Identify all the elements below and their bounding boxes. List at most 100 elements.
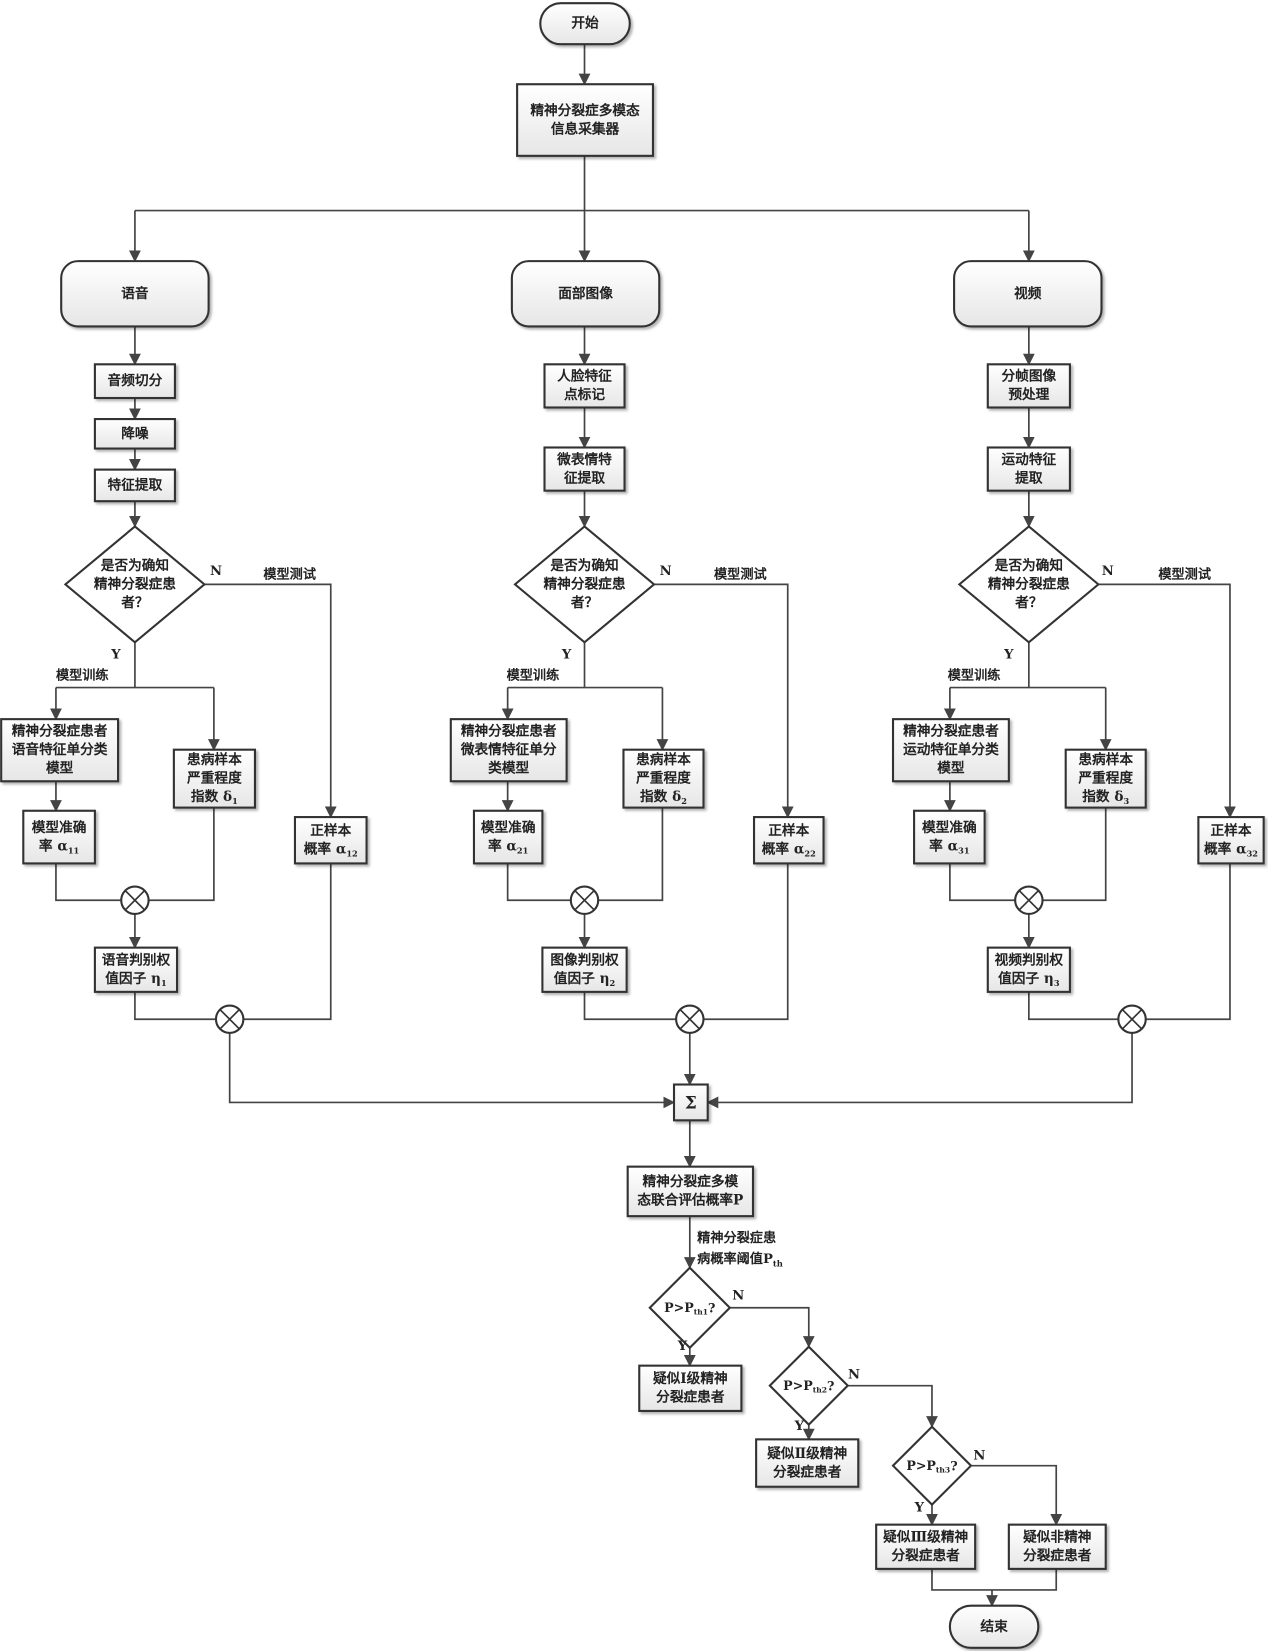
node-text: 严重程度 bbox=[635, 770, 691, 787]
node-text: 特征提取 bbox=[108, 476, 163, 493]
node-text: 是否为确知 bbox=[995, 557, 1063, 574]
process-box bbox=[755, 1438, 860, 1488]
node-text: 音频切分 bbox=[108, 372, 163, 389]
node-v-cut: 音频切分 bbox=[93, 363, 176, 400]
node-text: 正样本 bbox=[768, 822, 809, 839]
node-text: 者？ bbox=[571, 595, 598, 611]
terminal-shape bbox=[539, 2, 631, 46]
process-box bbox=[510, 260, 661, 328]
node-text: 降噪 bbox=[121, 425, 149, 442]
process-box bbox=[93, 468, 176, 503]
process-box bbox=[1007, 1523, 1107, 1570]
process-box bbox=[1197, 816, 1265, 865]
label-d2-y: Y bbox=[794, 1419, 805, 1434]
label-m-train: 模型训练 bbox=[948, 666, 1001, 683]
node-text: 疑似Ⅰ级精神 bbox=[653, 1370, 728, 1387]
connector-arrow bbox=[148, 807, 215, 902]
process-box bbox=[293, 816, 368, 865]
label-f-y: Y bbox=[561, 647, 572, 662]
connector-arrow bbox=[931, 1568, 1058, 1591]
decision-diamond bbox=[768, 1345, 850, 1427]
process-box bbox=[449, 718, 568, 783]
node-text: 严重程度 bbox=[186, 770, 242, 787]
connector-arrow bbox=[1098, 583, 1236, 819]
node-text: 运动特征单分类 bbox=[903, 741, 999, 758]
process-box bbox=[541, 946, 628, 993]
node-end: 结束 bbox=[948, 1604, 1040, 1649]
node-text: 提取 bbox=[1015, 470, 1043, 486]
node-text: 预处理 bbox=[1008, 386, 1049, 403]
node-text: 正样本 bbox=[1211, 822, 1252, 839]
node-text: 患病样本 bbox=[636, 751, 691, 768]
node-text: 模型准确 bbox=[481, 819, 536, 836]
process-box bbox=[672, 1083, 709, 1122]
node-text: 点标记 bbox=[564, 386, 605, 403]
connector-arrow bbox=[706, 1032, 1133, 1109]
node-text: 面部图像 bbox=[558, 285, 613, 302]
node-text: 语音判别权 bbox=[102, 952, 171, 969]
label-d1-y: Y bbox=[677, 1339, 688, 1354]
connector-arrow bbox=[970, 1464, 1063, 1526]
label-f-train: 模型训练 bbox=[507, 666, 560, 683]
node-text: P>Pth2? bbox=[783, 1378, 834, 1394]
process-box bbox=[953, 260, 1103, 328]
connector-arrow bbox=[654, 583, 794, 819]
process-box bbox=[0, 718, 120, 783]
process-box bbox=[875, 1523, 977, 1570]
process-box bbox=[22, 809, 96, 865]
node-d2: P>Pth2? bbox=[768, 1345, 850, 1427]
process-box bbox=[913, 809, 986, 865]
node-text: 分裂症患者 bbox=[891, 1547, 960, 1564]
node-text: 微表情特 bbox=[556, 451, 612, 468]
node-text: 征提取 bbox=[564, 469, 605, 486]
node-text: 是否为确知 bbox=[550, 557, 618, 574]
connector-arrow bbox=[1028, 991, 1119, 1021]
connectors bbox=[50, 44, 1236, 1607]
node-text: Σ bbox=[685, 1092, 697, 1112]
connector-arrow bbox=[847, 1384, 938, 1428]
decision-diamond bbox=[513, 525, 656, 644]
node-text: 视频判别权 bbox=[995, 952, 1064, 969]
node-f-mul1 bbox=[569, 885, 600, 915]
node-text: 指数 δ3 bbox=[1082, 788, 1129, 806]
node-text: 图像判别权 bbox=[550, 952, 619, 969]
node-text: 信息采集器 bbox=[551, 120, 620, 137]
node-text: 者？ bbox=[121, 595, 148, 611]
node-text: 人脸特征 bbox=[557, 368, 612, 385]
connector-arrow bbox=[228, 1032, 676, 1109]
node-text: 运动特征 bbox=[1002, 451, 1057, 468]
process-box bbox=[543, 446, 626, 492]
connector-arrow bbox=[1145, 863, 1231, 1021]
label-f-test: 模型测试 bbox=[714, 565, 767, 582]
label-v-n: N bbox=[210, 564, 222, 579]
node-text: 模型 bbox=[46, 760, 74, 777]
node-text: 模型准确 bbox=[922, 819, 977, 836]
label-m-n: N bbox=[1102, 564, 1114, 579]
connector-arrow bbox=[949, 863, 1016, 902]
node-text: 疑似非精神 bbox=[1023, 1529, 1091, 1546]
node-text: 值因子 η2 bbox=[554, 970, 615, 988]
process-box bbox=[986, 946, 1071, 993]
connector-arrow bbox=[506, 863, 571, 902]
decision-diamond bbox=[63, 525, 207, 644]
node-sum: Σ bbox=[672, 1083, 709, 1122]
process-box bbox=[93, 363, 176, 400]
